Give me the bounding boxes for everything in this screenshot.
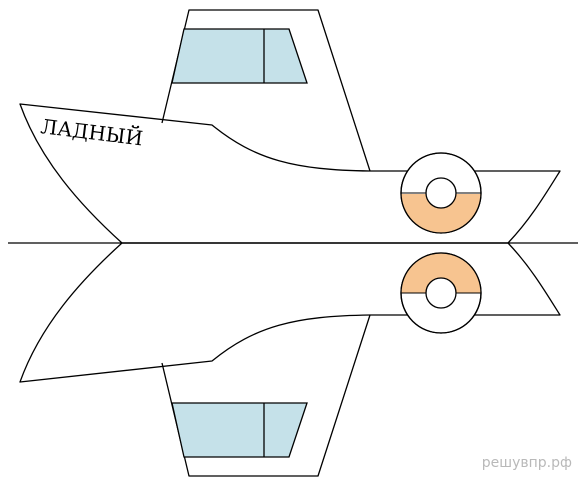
watermark: решувпр.рф xyxy=(481,455,572,471)
boat-upper-half: ЛАДНЫЙ xyxy=(19,9,561,244)
hull-lower-outline xyxy=(19,242,561,383)
lifebuoy-upper xyxy=(400,152,482,234)
window-upper xyxy=(171,28,308,84)
lifebuoy-upper-hole xyxy=(425,177,457,209)
boat-name-label: ЛАДНЫЙ xyxy=(39,113,144,150)
boat-lower-half xyxy=(19,242,561,477)
lifebuoy-lower-band xyxy=(401,253,481,293)
window-lower xyxy=(171,402,308,458)
lifebuoy-lower xyxy=(400,252,482,334)
lifebuoy-upper-band xyxy=(401,194,481,233)
hull-upper-outline xyxy=(19,103,561,244)
lifebuoy-lower-hole xyxy=(425,277,457,309)
